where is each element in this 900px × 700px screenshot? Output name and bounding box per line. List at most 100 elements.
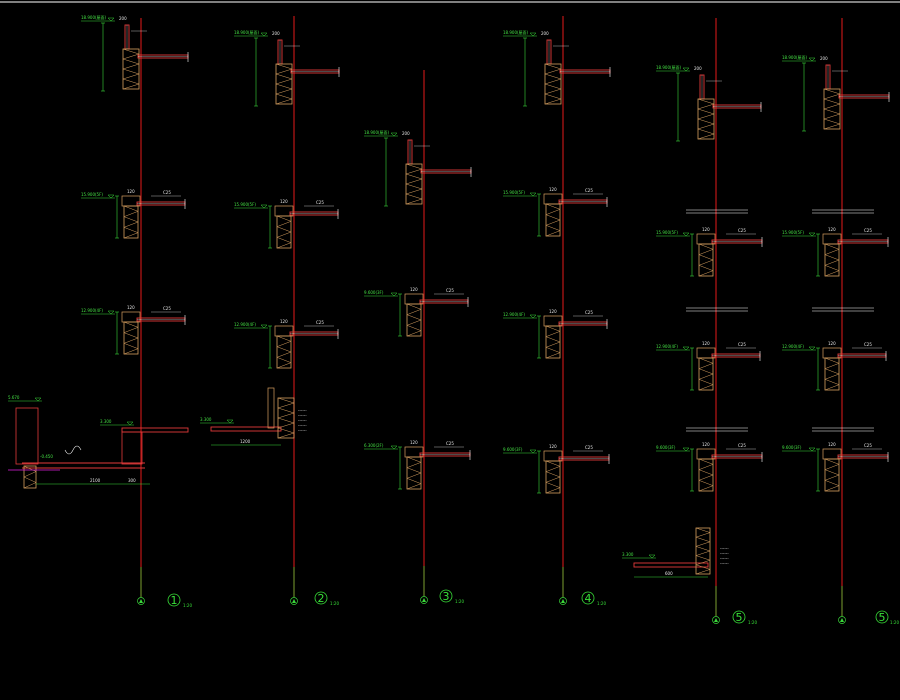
beam-section [822, 233, 842, 245]
roof-detail: 18.900(屋面)200 [656, 64, 762, 142]
section-scale-4: 1:20 [597, 601, 606, 606]
dimension-text: 120 [127, 305, 135, 310]
dimension-text: 200 [272, 31, 280, 36]
dimension-text: 2100 [90, 478, 101, 483]
level-tag-text: 9.600(3F) [503, 447, 523, 452]
level-marker [107, 310, 115, 315]
level-tag-text: 18.900(屋面) [782, 54, 808, 60]
dimension-text: 120 [702, 442, 710, 447]
axis-bubble [838, 616, 846, 624]
level-marker [260, 324, 268, 329]
note-text: ------ [720, 546, 729, 551]
annotation-text: C25 [446, 288, 454, 293]
annotation-text: C25 [163, 190, 171, 195]
dimension-text: 120 [410, 440, 418, 445]
annotation-text: C25 [864, 342, 872, 347]
level-tag-text: 9.600(3F) [782, 445, 802, 450]
section-label-1: 1 1:20 [167, 593, 192, 608]
dimension-text: 120 [280, 319, 288, 324]
dimension-text: 120 [828, 341, 836, 346]
level-marker [808, 57, 816, 62]
annotation-text: C25 [316, 320, 324, 325]
wall-hatch [823, 88, 841, 130]
beam-section [696, 448, 716, 460]
level-tag-text: 9.600(3F) [364, 290, 384, 295]
section-number-2: 2 [318, 592, 325, 605]
section-label-3: 3 1:20 [439, 589, 464, 604]
level-tag-text: 18.900(屋面) [503, 29, 529, 35]
level-marker [107, 17, 115, 22]
section-label-5b: 5 1:20 [875, 610, 899, 625]
beam-section [274, 205, 294, 217]
level-marker [682, 232, 690, 237]
section-label-4: 4 1:20 [581, 591, 606, 606]
wall-hatch [276, 215, 292, 249]
level-marker [682, 447, 690, 452]
axis-lines [140, 16, 843, 616]
level-tag-text: 15.900(5F) [81, 192, 103, 197]
beam-section [822, 347, 842, 359]
level-tag-text: 12.900(4F) [782, 344, 804, 349]
level-marker [260, 204, 268, 209]
section-number-3: 3 [443, 590, 450, 603]
note-text: ------ [720, 556, 729, 561]
level-marker [648, 554, 656, 559]
annotation-text: C25 [585, 310, 593, 315]
level-marker [529, 449, 537, 454]
level-marker [529, 192, 537, 197]
level-tag-text: 15.900(5F) [503, 190, 525, 195]
level-tag-text: 18.900(屋面) [81, 14, 107, 20]
wall-hatch [545, 203, 561, 237]
roof-detail: 18.900(屋面)200 [234, 29, 340, 107]
note-text: ------ [720, 551, 729, 556]
annotation-text: C25 [738, 443, 746, 448]
section-scale-1: 1:20 [183, 603, 192, 608]
annotation-text: C25 [585, 445, 593, 450]
wall-section [267, 387, 275, 429]
annotation-text: C25 [738, 228, 746, 233]
roof-detail: 18.900(屋面)200 [81, 14, 189, 92]
roof-detail: 18.900(屋面)200 [364, 129, 472, 207]
note-text: ------ [720, 561, 729, 566]
dimension-text: 1200 [240, 439, 251, 444]
level-tag-text: -0.450 [40, 454, 53, 459]
level-tag-text: 12.900(4F) [656, 344, 678, 349]
section-label-5a: 5 1:20 [732, 610, 757, 625]
level-tag-text: 3.300 [200, 417, 212, 422]
dimension-text: 120 [702, 341, 710, 346]
wall-hatch [123, 205, 139, 239]
note-text: ------ [298, 423, 307, 428]
axis-bubble-marker [714, 618, 718, 622]
level-marker [808, 232, 816, 237]
dimension-text: 120 [549, 309, 557, 314]
dimension-text: 200 [820, 56, 828, 61]
dimension-text: 120 [549, 444, 557, 449]
note-text: ------ [298, 418, 307, 423]
step-section [121, 431, 143, 465]
level-marker [107, 194, 115, 199]
wall-hatch [695, 527, 711, 575]
level-tag-text: 6.300(2F) [364, 443, 384, 448]
wall-hatch [824, 357, 840, 391]
beam-section [543, 450, 563, 462]
annotation-text: C25 [738, 342, 746, 347]
wall-hatch [122, 48, 140, 90]
axis-bubble-marker [840, 618, 844, 622]
annotation-text: C25 [864, 228, 872, 233]
roof-detail: 18.900(屋面) 200 [503, 29, 611, 107]
axis-bubble-marker [292, 599, 296, 603]
wall-hatch [544, 63, 562, 105]
dimension-text: 200 [541, 31, 549, 36]
level-tag-text: 15.900(5F) [782, 230, 804, 235]
dimension-text: 200 [402, 131, 410, 136]
level-tag-text: 5.670 [8, 395, 20, 400]
axis-bubble [420, 596, 428, 604]
dimension-text: 120 [828, 227, 836, 232]
